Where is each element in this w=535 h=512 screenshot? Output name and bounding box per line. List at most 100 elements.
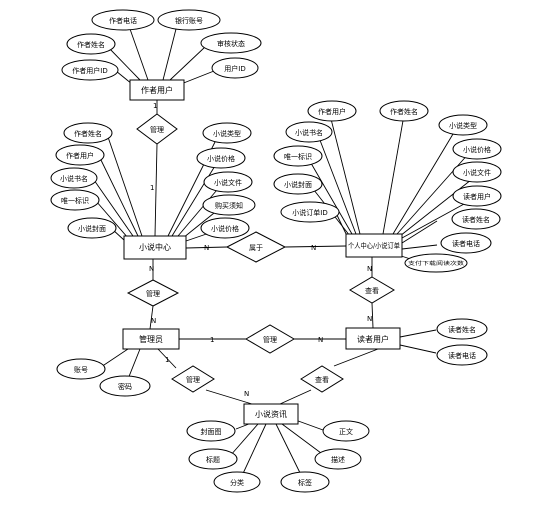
cardinality-label: 1 (210, 336, 214, 344)
entity-admin[interactable]: 管理员 (122, 328, 180, 350)
attribute-novel-title[interactable]: 小说书名 (285, 121, 333, 143)
entity-novel-center[interactable]: 小说中心 (123, 235, 187, 260)
cardinality-label: 1 (150, 184, 154, 192)
attribute-author-name[interactable]: 作者姓名 (66, 33, 116, 55)
attribute-account[interactable]: 账号 (56, 358, 106, 380)
attribute-novel-title[interactable]: 小说书名 (50, 167, 98, 189)
attribute-label: 审核状态 (217, 39, 245, 48)
attribute-novel-price[interactable]: 小说价格 (200, 217, 250, 239)
attribute-label: 作者姓名 (390, 107, 418, 116)
relationship-view-reader-order[interactable]: 查看 (349, 276, 395, 304)
attribute-reader-user[interactable]: 读者用户 (452, 185, 502, 207)
attribute-reader-name[interactable]: 读者姓名 (436, 318, 488, 340)
attribute-label: 作者用户 (66, 151, 94, 160)
relationship-label: 管理 (150, 125, 164, 134)
attribute-novel-order-id[interactable]: 小说订单ID (280, 201, 340, 223)
attribute-label: 支付下载阅读次数 (408, 260, 464, 267)
relationship-label: 查看 (365, 286, 379, 295)
attribute-novel-type[interactable]: 小说类型 (202, 122, 252, 144)
attribute-unique-id[interactable]: 唯一标识 (50, 189, 100, 211)
cardinality-label: 1 (165, 356, 169, 364)
relationship-manage-admin-reader[interactable]: 管理 (245, 324, 295, 354)
attribute-novel-cover[interactable]: 小说封面 (273, 173, 323, 195)
attribute-label: 标题 (206, 455, 220, 464)
attribute-author-user[interactable]: 作者用户 (55, 144, 105, 166)
relationship-view-reader-info[interactable]: 查看 (300, 365, 344, 393)
cardinality-label: N (244, 390, 249, 398)
attribute-description[interactable]: 描述 (314, 448, 362, 470)
attribute-label: 作者姓名 (77, 40, 105, 49)
cardinality-label: N (367, 315, 372, 323)
relationship-manage-admin-novel[interactable]: 管理 (126, 279, 180, 307)
attribute-tag[interactable]: 标签 (280, 471, 330, 493)
attribute-novel-type[interactable]: 小说类型 (438, 114, 488, 136)
attribute-label: 小说类型 (449, 121, 477, 130)
attribute-label: 读者姓名 (462, 215, 490, 224)
relationship-label: 管理 (146, 289, 160, 298)
entity-label: 读者用户 (357, 334, 389, 344)
attribute-label: 作者用户 (318, 107, 346, 116)
relationship-manage-author-novel[interactable]: 管理 (136, 113, 178, 145)
attribute-label: 作者姓名 (74, 129, 102, 138)
attribute-purchase-notice[interactable]: 购买须知 (202, 194, 256, 216)
attribute-author-user[interactable]: 作者用户 (307, 100, 357, 122)
attribute-label: 银行账号 (175, 16, 203, 25)
attribute-label: 小说书名 (295, 128, 323, 137)
cardinality-label: N (318, 336, 323, 344)
attribute-reader-name[interactable]: 读者姓名 (451, 208, 501, 230)
entity-novel-info[interactable]: 小说资讯 (243, 403, 299, 425)
attribute-label: 用户ID (224, 64, 245, 73)
attribute-author-name[interactable]: 作者姓名 (63, 122, 113, 144)
cardinality-label: N (311, 244, 316, 252)
attribute-category[interactable]: 分类 (213, 471, 261, 493)
relationship-label: 属于 (249, 244, 263, 252)
cardinality-label: N (149, 265, 154, 273)
relationship-belong[interactable]: 属于 (225, 231, 287, 263)
attribute-author-name[interactable]: 作者姓名 (379, 100, 429, 122)
attribute-cover-image[interactable]: 封面图 (186, 420, 236, 442)
attribute-unique-id[interactable]: 唯一标识 (273, 145, 323, 167)
attribute-label: 小说价格 (211, 224, 239, 233)
entity-reader-user[interactable]: 读者用户 (345, 327, 401, 350)
attribute-download-read-count[interactable]: 支付下载阅读次数 (404, 253, 468, 273)
attribute-reader-phone[interactable]: 读者电话 (440, 232, 492, 254)
relationship-manage-admin-info[interactable]: 管理 (171, 365, 215, 393)
entity-author-user[interactable]: 作者用户 (129, 79, 185, 101)
attribute-label: 描述 (331, 455, 345, 464)
connector-lines (93, 28, 477, 482)
attribute-label: 小说封面 (284, 180, 312, 189)
attribute-author-user-id[interactable]: 作者用户ID (61, 59, 119, 81)
attribute-label: 小说价格 (463, 145, 491, 154)
attribute-label: 作者用户ID (72, 66, 107, 75)
entity-label: 个人中心/小说订单 (348, 241, 400, 250)
attribute-password[interactable]: 密码 (99, 375, 151, 397)
entity-personal-center[interactable]: 个人中心/小说订单 (345, 233, 403, 258)
attribute-body-text[interactable]: 正文 (322, 420, 370, 442)
attribute-label: 作者电话 (109, 16, 137, 25)
relationship-label: 管理 (263, 335, 277, 344)
attribute-label: 小说书名 (60, 174, 88, 183)
attribute-reader-phone[interactable]: 读者电话 (436, 344, 488, 366)
attribute-novel-file[interactable]: 小说文件 (452, 161, 502, 183)
attribute-label: 分类 (230, 478, 244, 487)
attribute-review-status[interactable]: 审核状态 (200, 32, 262, 54)
attribute-bank-account[interactable]: 银行账号 (157, 9, 221, 31)
attribute-label: 小说文件 (214, 178, 242, 187)
attribute-title[interactable]: 标题 (188, 448, 238, 470)
cardinality-label: N (367, 265, 372, 273)
attribute-user-id[interactable]: 用户ID (211, 57, 259, 79)
attribute-novel-price[interactable]: 小说价格 (196, 147, 246, 169)
attribute-novel-price[interactable]: 小说价格 (452, 138, 502, 160)
attribute-label: 小说订单ID (292, 208, 327, 217)
attribute-label: 唯一标识 (61, 196, 89, 205)
attribute-author-phone[interactable]: 作者电话 (91, 9, 155, 31)
entity-label: 作者用户 (141, 85, 173, 95)
entity-label: 管理员 (139, 334, 163, 344)
attribute-label: 小说价格 (207, 154, 235, 163)
attribute-novel-cover[interactable]: 小说封面 (67, 217, 117, 239)
attribute-label: 小说类型 (213, 129, 241, 138)
attribute-novel-file[interactable]: 小说文件 (203, 171, 253, 193)
attribute-label: 封面图 (201, 427, 222, 436)
